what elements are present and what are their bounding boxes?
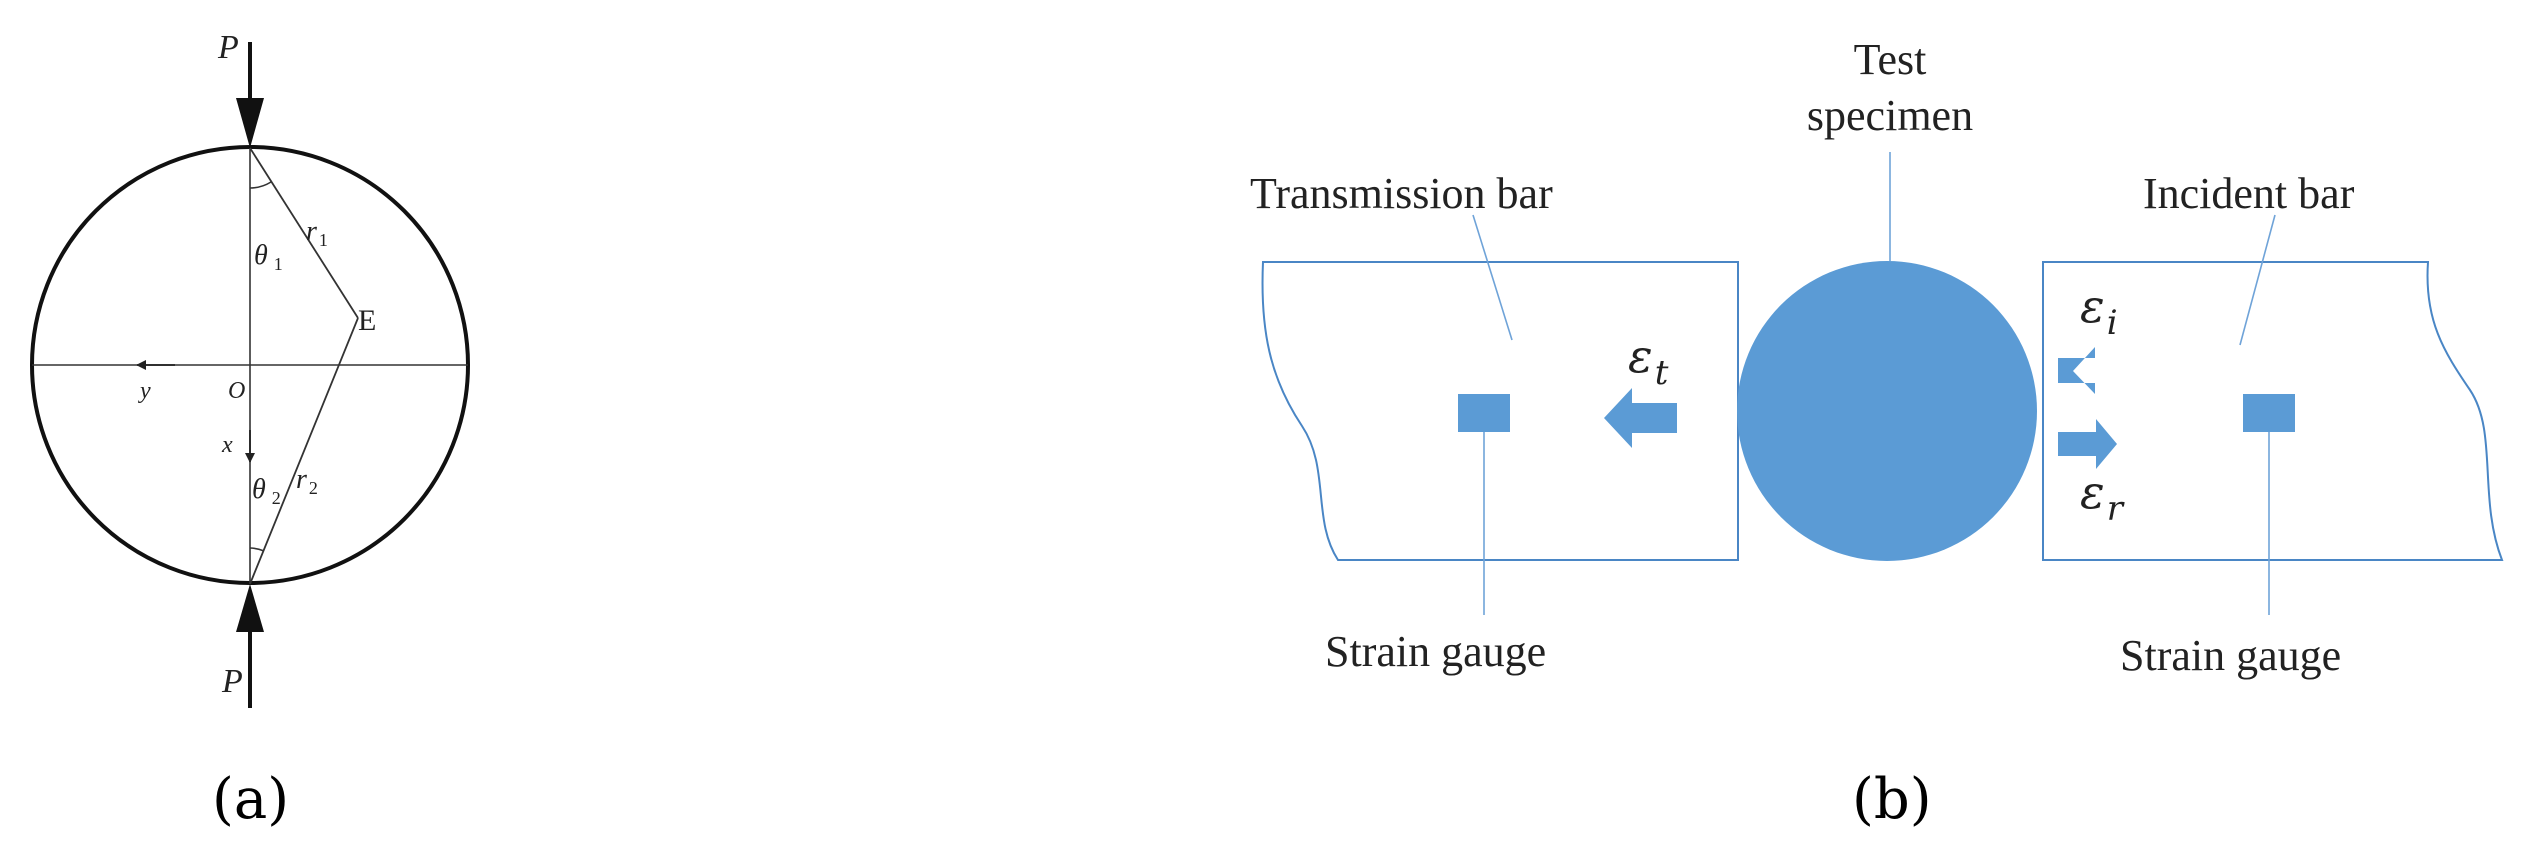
panel-a-caption: (a)	[212, 767, 289, 832]
arrow-incident	[2058, 347, 2095, 394]
eps-t-label: εt	[1628, 329, 1669, 393]
test-specimen-label-line1: Test	[1854, 35, 1927, 84]
r1-line	[249, 147, 359, 319]
test-specimen-label-line2: specimen	[1807, 91, 1973, 140]
x-axis-label: x	[221, 432, 233, 458]
load-label-bottom: P	[221, 663, 243, 700]
transmission-bar	[1261, 261, 1739, 561]
arrow-transmitted	[1604, 388, 1677, 448]
eps-r-label: εr	[2080, 465, 2125, 529]
r2-line	[249, 317, 359, 585]
leader-transmission-bar	[1472, 214, 1513, 341]
panel-b-caption: (b)	[1852, 767, 1932, 832]
theta1-arc	[249, 181, 272, 189]
bottom-load-arrowhead	[236, 584, 264, 632]
test-specimen	[1737, 261, 2037, 561]
eps-i-label: εi	[2080, 279, 2118, 343]
incident-bar	[2042, 261, 2504, 561]
transmission-bar-label: Transmission bar	[1250, 169, 1553, 218]
strain-gauge-right-label: Strain gauge	[2120, 631, 2341, 680]
load-label-top: P	[217, 29, 239, 66]
panel-b: Transmission bar Test specimen Incident …	[1250, 35, 2504, 832]
origin-label: O	[228, 378, 245, 404]
incident-bar-label: Incident bar	[2143, 169, 2355, 218]
theta2-arc	[249, 547, 265, 552]
point-e-label: E	[358, 304, 376, 337]
strain-gauge-left-label: Strain gauge	[1325, 627, 1546, 676]
leader-incident-bar	[2239, 214, 2276, 346]
arrow-reflected	[2058, 419, 2117, 469]
y-axis-label: y	[138, 378, 151, 404]
strain-gauge-right	[2243, 394, 2295, 432]
strain-gauge-left	[1458, 394, 1510, 432]
top-load-arrowhead	[236, 98, 264, 148]
